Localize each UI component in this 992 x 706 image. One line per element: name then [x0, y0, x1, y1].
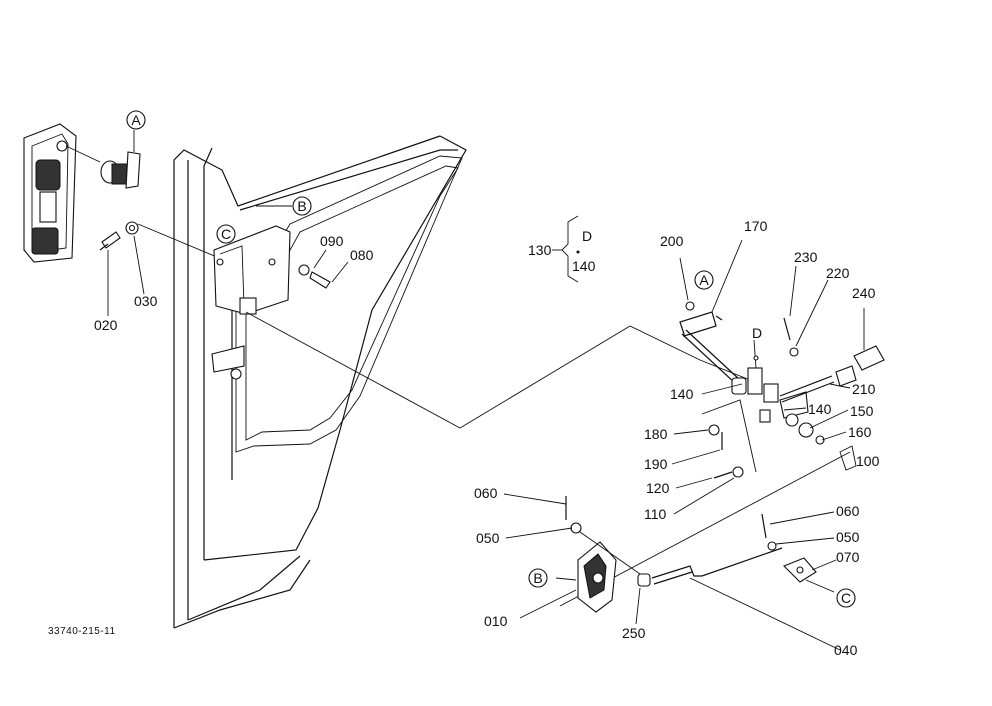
- svg-text:C: C: [841, 590, 851, 606]
- leader-group: [701, 399, 757, 473]
- pin-060a: [503, 493, 641, 575]
- ref-b-bottom: B: [528, 568, 548, 588]
- rod-210-240: [779, 308, 885, 403]
- pin-060b: [761, 511, 835, 551]
- label-180: 180: [644, 426, 668, 442]
- washer-180: [708, 424, 720, 436]
- leader-bracket-to-rod: [245, 311, 761, 429]
- label-050-right: 050: [836, 529, 860, 545]
- label-130: 130: [528, 242, 552, 258]
- label-220: 220: [826, 265, 850, 281]
- label-240: 240: [852, 285, 876, 301]
- pin-230: [783, 265, 829, 357]
- label-150: 150: [850, 403, 874, 419]
- svg-text:A: A: [131, 112, 141, 128]
- clip-070: [783, 557, 837, 593]
- svg-text:B: B: [297, 198, 306, 214]
- label-040: 040: [834, 642, 858, 658]
- svg-text:A: A: [699, 272, 709, 288]
- pin-120: [713, 471, 733, 479]
- label-090: 090: [320, 233, 344, 249]
- ref-a-top: A: [126, 110, 146, 130]
- label-250: 250: [622, 625, 646, 641]
- label-140-right: 140: [808, 401, 832, 417]
- door-frame: [173, 135, 467, 629]
- svg-text:B: B: [533, 570, 542, 586]
- washer-200: [685, 301, 695, 311]
- ref-b-top: B: [292, 196, 312, 216]
- label-230: 230: [794, 249, 818, 265]
- label-080: 080: [350, 247, 374, 263]
- label-050-left: 050: [476, 530, 500, 546]
- leader-handle-to-bracket: [137, 223, 225, 261]
- rod-040: [651, 547, 841, 651]
- label-060-left: 060: [474, 485, 498, 501]
- bolt-250: [635, 573, 651, 625]
- label-100: 100: [856, 453, 880, 469]
- link-assembly: [701, 339, 857, 471]
- rod-170: [679, 239, 743, 385]
- label-030: 030: [134, 293, 158, 309]
- label-110: 110: [644, 506, 667, 522]
- nut-030: [125, 221, 145, 295]
- key-cylinder: [65, 130, 141, 189]
- label-190: 190: [644, 456, 668, 472]
- washer-110: [732, 466, 744, 478]
- drawing-number: 33740-215-11: [48, 626, 116, 637]
- ref-d-bracket: D: [582, 228, 592, 244]
- ref-d-rod: D: [752, 325, 762, 341]
- ref-c-bottom: C: [836, 588, 856, 608]
- label-020: 020: [94, 317, 118, 333]
- label-200: 200: [660, 233, 684, 249]
- label-170: 170: [744, 218, 768, 234]
- screw-080-090: [298, 249, 349, 289]
- label-060-right: 060: [836, 503, 860, 519]
- label-070: 070: [836, 549, 860, 565]
- lock-010: [519, 541, 617, 619]
- svg-text:C: C: [221, 226, 231, 242]
- latch-bracket: [211, 225, 291, 380]
- label-010: 010: [484, 613, 508, 629]
- label-140-left: 140: [670, 386, 694, 402]
- label-210: 210: [852, 381, 876, 397]
- ref-a-right: A: [694, 270, 714, 290]
- ref-c-top: C: [216, 224, 236, 244]
- outside-handle: [23, 123, 77, 263]
- label-120: 120: [646, 480, 670, 496]
- label-160: 160: [848, 424, 872, 440]
- screw-020: [99, 231, 121, 316]
- label-140-bracket: 140: [572, 258, 596, 274]
- bracket-dot: [576, 250, 580, 254]
